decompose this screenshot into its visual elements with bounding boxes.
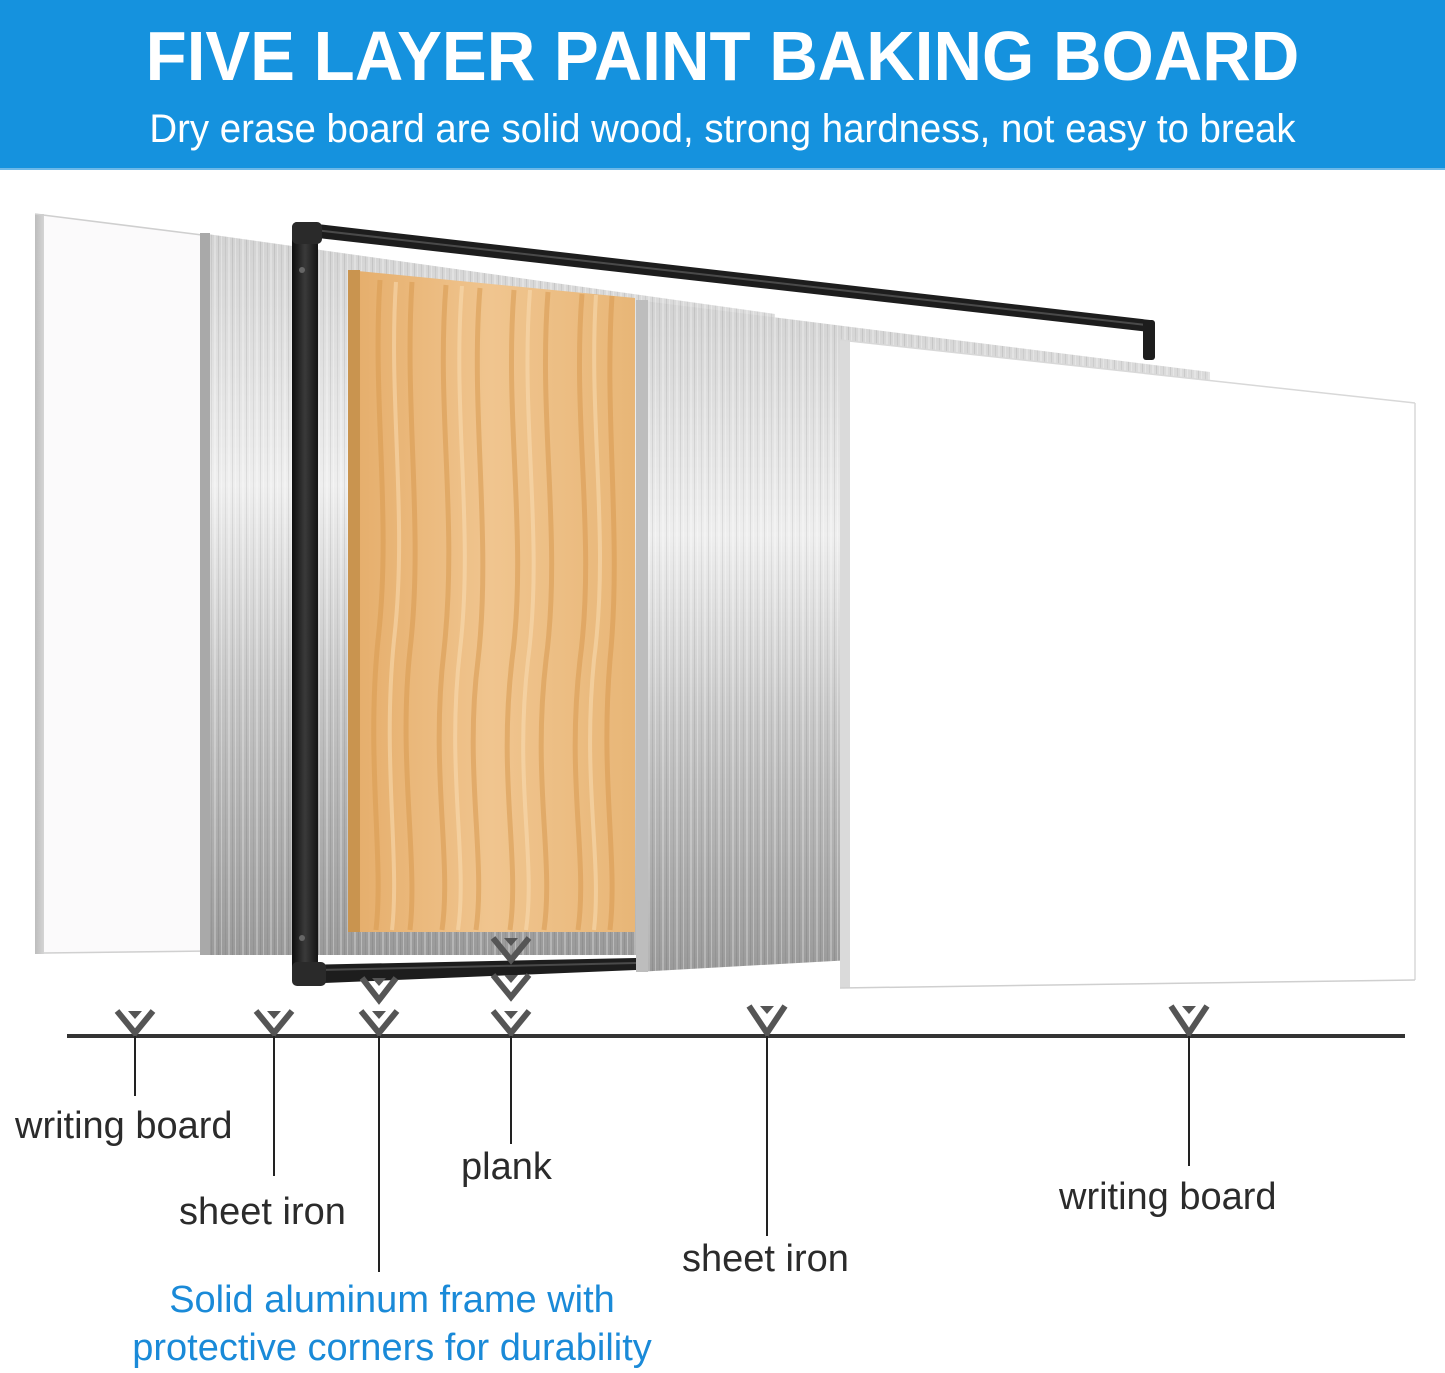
marker-writing-board-front — [1168, 1004, 1210, 1166]
page-subtitle: Dry erase board are solid wood, strong h… — [149, 107, 1296, 151]
label-sheet-iron-back: sheet iron — [179, 1191, 346, 1233]
marker-sheet-iron-front — [746, 1004, 788, 1236]
layer-writing-board-front — [839, 339, 1416, 989]
layer-writing-board-back — [34, 213, 211, 954]
aluminum-frame — [292, 222, 1155, 986]
layer-plank — [348, 270, 635, 932]
label-writing-board-back: writing board — [15, 1105, 233, 1147]
frame-note-line2: protective corners for durability — [132, 1327, 652, 1369]
marker-frame — [358, 1009, 400, 1272]
label-sheet-iron-front: sheet iron — [682, 1238, 849, 1280]
page-title: FIVE LAYER PAINT BAKING BOARD — [145, 17, 1300, 95]
marker-writing-board-back — [114, 1009, 156, 1096]
marker-plank — [490, 1009, 532, 1144]
frame-note-line1: Solid aluminum frame with — [169, 1279, 615, 1321]
label-writing-board-front: writing board — [1059, 1176, 1277, 1218]
marker-sheet-iron-back — [253, 1009, 295, 1176]
baseline-markers — [114, 1004, 1210, 1272]
header-banner: FIVE LAYER PAINT BAKING BOARD Dry erase … — [0, 0, 1445, 170]
marker-stack — [359, 936, 532, 1005]
label-plank: plank — [461, 1146, 552, 1188]
frame-note: Solid aluminum frame with protective cor… — [100, 1276, 684, 1372]
